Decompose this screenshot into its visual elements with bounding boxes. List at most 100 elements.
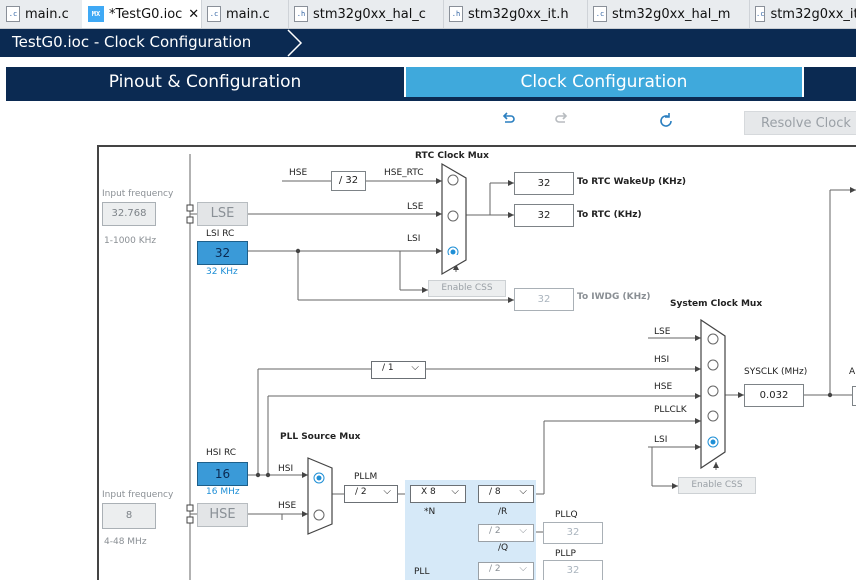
file-tab-main-c-2[interactable]: .c main.c — [201, 0, 289, 28]
pllp-label: PLLP — [555, 549, 576, 559]
ahb-label: A — [849, 367, 856, 377]
sysclk-label: SYSCLK (MHz) — [744, 367, 808, 377]
pllq-divider-label: /Q — [498, 543, 509, 553]
h-file-icon: .h — [449, 6, 463, 22]
tab-clock-configuration[interactable]: Clock Configuration — [406, 67, 802, 97]
pll-hse-label: HSE — [278, 501, 297, 511]
dropdown-value: / 2 — [355, 487, 367, 497]
plln-dropdown[interactable]: X 8 ⌵ — [410, 485, 466, 503]
tab-more[interactable] — [804, 67, 856, 97]
file-tab-it-c[interactable]: .c stm32g0xx_it — [749, 0, 856, 28]
chevron-right-icon — [287, 29, 303, 57]
iwdg-value[interactable]: 32 — [514, 288, 574, 311]
rtc-clock-mux-title: RTC Clock Mux — [415, 151, 489, 161]
undo-icon[interactable] — [497, 112, 519, 134]
clock-diagram: Input frequency 32.768 1-1000 KHz LSE LS… — [0, 140, 856, 580]
pllp-dropdown[interactable]: / 2 ⌵ — [478, 562, 534, 580]
rtc-lse-label: LSE — [407, 202, 424, 212]
lse-frequency-field[interactable]: 32.768 — [102, 202, 156, 226]
lsi-rc-label: LSI RC — [206, 229, 235, 239]
rtc-label: To RTC (KHz) — [577, 210, 642, 220]
pll-source-mux-title: PLL Source Mux — [280, 432, 361, 442]
rtc-hse-divider[interactable]: / 32 — [331, 171, 366, 191]
rtc-mux-radios — [447, 174, 459, 255]
lsi-frequency-label: 32 KHz — [206, 267, 238, 277]
hsi-divider-dropdown[interactable]: / 1 ⌵ — [371, 361, 426, 379]
pllr-dropdown[interactable]: / 8 ⌵ — [478, 485, 534, 503]
hse-input-frequency-label: Input frequency — [102, 490, 174, 500]
chevron-down-icon: ⌵ — [519, 525, 527, 536]
file-tab-hal-conf[interactable]: .h stm32g0xx_hal_c — [288, 0, 444, 28]
sys-hsi-label: HSI — [654, 355, 670, 365]
chevron-down-icon: ⌵ — [411, 362, 419, 373]
sys-radio-pllclk[interactable] — [707, 410, 719, 422]
file-tab-label: main.c — [25, 6, 69, 22]
rtc-hse-label: HSE — [289, 168, 308, 178]
ahb-prescaler[interactable] — [852, 386, 856, 406]
redo-icon[interactable] — [551, 112, 573, 134]
pll-hsi-label: HSI — [278, 464, 294, 474]
file-tab-label: main.c — [226, 6, 270, 22]
file-tab-ioc[interactable]: MX *TestG0.ioc ✕ — [82, 0, 202, 28]
sys-enable-css-button[interactable]: Enable CSS — [678, 477, 756, 494]
pllp-value[interactable]: 32 — [543, 560, 603, 580]
pll-label: PLL — [414, 567, 430, 577]
rtc-enable-css-button[interactable]: Enable CSS — [428, 280, 506, 297]
pll-radio-hse[interactable] — [313, 509, 325, 521]
h-file-icon: .h — [294, 6, 308, 22]
sys-hse-label: HSE — [654, 382, 673, 392]
radio-selected-dot — [710, 439, 716, 445]
chevron-down-icon: ⌵ — [451, 486, 459, 497]
sys-pllclk-label: PLLCLK — [654, 405, 687, 415]
chevron-down-icon: ⌵ — [519, 486, 527, 497]
lsi-rc-value[interactable]: 32 — [197, 241, 248, 265]
breadcrumb-label: TestG0.ioc - Clock Configuration — [12, 33, 252, 51]
hse-range-label: 4-48 MHz — [104, 537, 147, 547]
chevron-down-icon: ⌵ — [383, 486, 391, 497]
hsi-frequency-label: 16 MHz — [206, 487, 240, 497]
dropdown-value: X 8 — [421, 487, 436, 497]
rtc-wakeup-value[interactable]: 32 — [514, 172, 574, 195]
dropdown-value: / 2 — [489, 564, 501, 574]
hse-oscillator[interactable]: HSE — [197, 503, 248, 527]
rtc-value[interactable]: 32 — [514, 204, 574, 227]
refresh-icon[interactable] — [655, 112, 677, 134]
system-mux-radios — [707, 333, 719, 448]
file-tab-main-c[interactable]: .c main.c — [0, 0, 83, 28]
c-file-icon: .c — [593, 6, 607, 22]
lse-range-label: 1-1000 KHz — [104, 236, 157, 246]
sysclk-value[interactable]: 0.032 — [744, 384, 804, 407]
iwdg-label: To IWDG (KHz) — [577, 292, 651, 302]
chevron-down-icon: ⌵ — [519, 563, 527, 574]
file-tab-label: *TestG0.ioc — [109, 6, 183, 22]
pllq-value[interactable]: 32 — [543, 522, 603, 544]
sys-radio-hsi[interactable] — [707, 359, 719, 371]
sys-radio-lse[interactable] — [707, 333, 719, 345]
tab-pinout-configuration[interactable]: Pinout & Configuration — [6, 67, 404, 97]
rtc-wakeup-label: To RTC WakeUp (KHz) — [577, 177, 687, 187]
pll-mux-radios — [313, 472, 325, 521]
pllm-dropdown[interactable]: / 2 ⌵ — [344, 485, 398, 503]
dropdown-value: / 1 — [382, 363, 394, 373]
pllq-dropdown[interactable]: / 2 ⌵ — [478, 524, 534, 542]
close-icon[interactable]: ✕ — [188, 6, 200, 22]
tab-underline — [6, 97, 856, 101]
file-tab-label: stm32g0xx_it — [770, 6, 856, 22]
hsi-rc-value[interactable]: 16 — [197, 462, 248, 486]
plln-label: *N — [424, 507, 436, 517]
sys-radio-hse[interactable] — [707, 385, 719, 397]
hsi-rc-label: HSI RC — [206, 448, 237, 458]
rtc-radio-lse[interactable] — [447, 210, 459, 222]
c-file-icon: .c — [6, 6, 20, 22]
lse-oscillator[interactable]: LSE — [197, 202, 248, 226]
file-tab-label: stm32g0xx_it.h — [468, 6, 569, 22]
resolve-clock-issues-button[interactable]: Resolve Clock Issues — [744, 111, 856, 135]
rtc-lsi-label: LSI — [407, 234, 421, 244]
breadcrumb: TestG0.ioc - Clock Configuration — [0, 29, 856, 57]
editor-tab-bar: .c main.c MX *TestG0.ioc ✕ .c main.c .h … — [0, 0, 856, 29]
main-tabs: Pinout & Configuration Clock Configurati… — [6, 67, 856, 101]
file-tab-hal-msp[interactable]: .c stm32g0xx_hal_m — [587, 0, 750, 28]
rtc-radio-hse[interactable] — [447, 174, 459, 186]
hse-frequency-field[interactable]: 8 — [102, 503, 156, 529]
file-tab-it-h[interactable]: .h stm32g0xx_it.h — [443, 0, 588, 28]
